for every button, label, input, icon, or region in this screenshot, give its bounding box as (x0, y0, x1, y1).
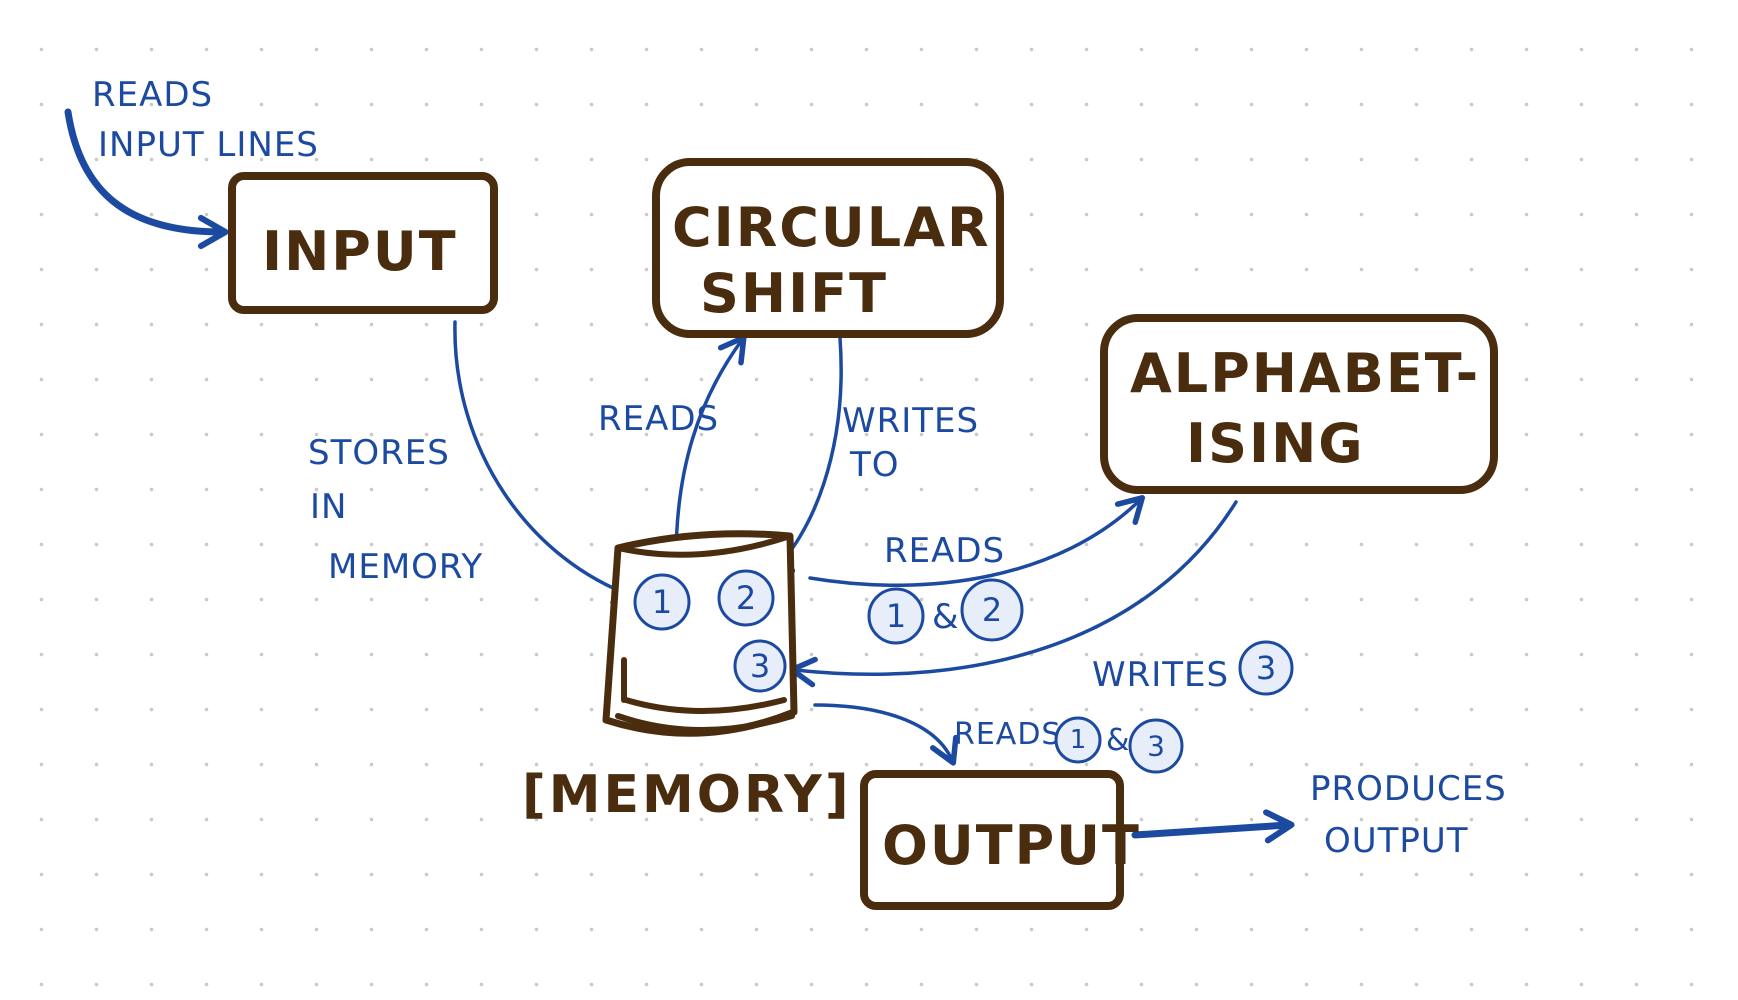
svg-text:WRITES: WRITES (842, 401, 979, 441)
memory-slot-1: 1 (633, 573, 691, 631)
annotation-reads-input: READS INPUT LINES (92, 75, 319, 165)
svg-text:INPUT LINES: INPUT LINES (98, 125, 319, 165)
svg-text:1: 1 (652, 583, 672, 621)
arrow-memory-to-circular-shift (674, 334, 747, 562)
svg-text:MEMORY: MEMORY (328, 547, 483, 587)
svg-text:TO: TO (849, 445, 900, 485)
circular-shift-box: CIRCULAR SHIFT (652, 158, 1004, 338)
circular-shift-label-line1: CIRCULAR (672, 196, 991, 259)
svg-text:3: 3 (1147, 730, 1165, 763)
memory-label: [MEMORY] (522, 765, 852, 825)
annotation-badge-2: 2 (960, 578, 1024, 642)
annotation-writes-3: WRITES 3 (1092, 640, 1294, 696)
arrow-alphabetising-to-memory (789, 500, 1238, 688)
annotation-produces-output: PRODUCES OUTPUT (1310, 769, 1507, 861)
svg-text:READS: READS (92, 75, 213, 115)
arrow-output-to-produces (1131, 809, 1295, 844)
annotation-badge-1: 1 (867, 587, 925, 645)
svg-text:&: & (932, 597, 959, 637)
annotation-reads-1-and-2: READS 1 & 2 (867, 531, 1024, 645)
svg-text:IN: IN (310, 487, 347, 527)
arrow-input-to-memory (453, 320, 641, 606)
output-box-label: OUTPUT (882, 814, 1141, 877)
arrow-memory-to-alphabetising (808, 495, 1146, 587)
svg-text:WRITES: WRITES (1092, 655, 1229, 695)
circular-shift-label-line2: SHIFT (700, 262, 888, 325)
memory-store: 1 2 3 [MEMORY] (522, 530, 852, 825)
annotation-stores-in-memory: STORES IN MEMORY (308, 433, 483, 587)
svg-text:1: 1 (1070, 725, 1087, 755)
svg-text:OUTPUT: OUTPUT (1324, 821, 1469, 861)
memory-slot-2: 2 (717, 569, 775, 627)
svg-text:2: 2 (982, 591, 1002, 629)
output-box: OUTPUT (860, 770, 1141, 910)
svg-text:&: & (1106, 723, 1129, 758)
svg-text:READS: READS (954, 717, 1061, 752)
memory-slot-3: 3 (733, 639, 787, 693)
annotation-reads-1-and-3: READS 1 & 3 (954, 716, 1184, 774)
svg-text:1: 1 (886, 597, 906, 635)
annotation-writes-to: WRITES TO (842, 401, 979, 485)
svg-text:2: 2 (736, 579, 756, 617)
input-box: INPUT (228, 172, 498, 314)
annotation-reads-shift: READS (598, 399, 719, 439)
svg-text:STORES: STORES (308, 433, 450, 473)
svg-text:READS: READS (884, 531, 1005, 571)
alphabetising-box: ALPHABET- ISING (1100, 314, 1498, 494)
arrows (64, 108, 1295, 844)
svg-text:3: 3 (1256, 649, 1276, 687)
annotation-badge-1b: 1 (1054, 716, 1102, 764)
annotation-badge-3: 3 (1238, 640, 1294, 696)
arrow-into-input (64, 108, 229, 250)
alphabetising-label-line2: ISING (1186, 412, 1365, 475)
svg-text:3: 3 (750, 647, 770, 685)
alphabetising-label-line1: ALPHABET- (1130, 342, 1480, 405)
svg-text:PRODUCES: PRODUCES (1310, 769, 1507, 809)
annotation-badge-3b: 3 (1128, 718, 1184, 774)
arrow-memory-to-output (813, 703, 959, 766)
input-box-label: INPUT (262, 220, 458, 283)
